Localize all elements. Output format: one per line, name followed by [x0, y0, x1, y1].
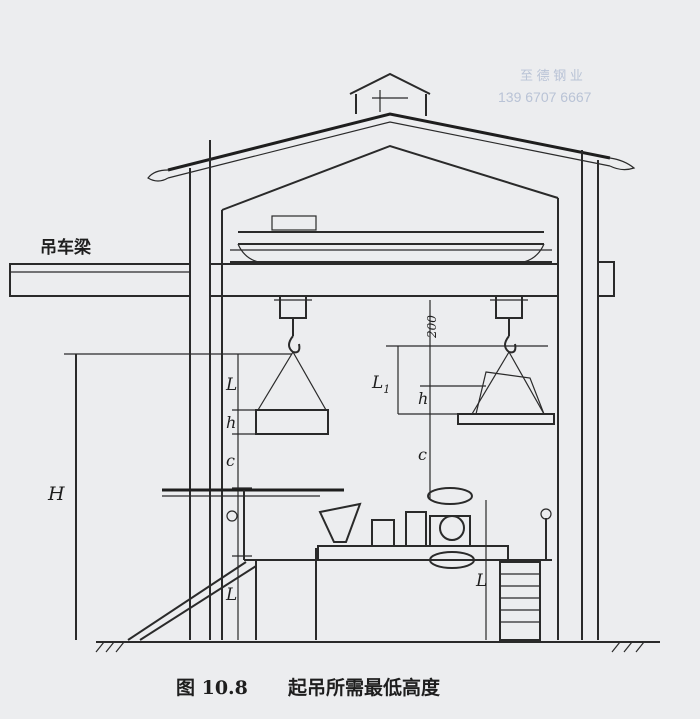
dim-label-L-bottom-left: L [225, 585, 237, 605]
right-column [557, 150, 599, 640]
inner-roof [221, 144, 559, 211]
left-hook-block [274, 295, 312, 354]
figure-title: 起吊所需最低高度 [287, 676, 441, 699]
right-stair [499, 508, 552, 641]
dim-label-c-right: c [418, 445, 427, 464]
dim-label-h-left: h [226, 413, 236, 432]
dim-label-L1: L1 [371, 373, 390, 396]
dim-label-c-left: c [226, 451, 235, 470]
crane-bridge [230, 215, 552, 263]
right-load [457, 351, 555, 425]
dim-label-L1-main: L [371, 373, 383, 393]
watermark-company: 至 德 钢 业 [520, 68, 583, 83]
dim-label-L-left: L [225, 375, 237, 395]
dim-label-200: 200 [425, 315, 439, 339]
dim-label-L1-sub: 1 [383, 383, 390, 396]
left-column [189, 140, 223, 640]
equipment-row [317, 487, 509, 569]
crane-beam [9, 261, 615, 297]
left-dimension-chain [64, 353, 292, 640]
figure-number: 图 10.8 [176, 677, 248, 699]
watermark-phone: 139 6707 6667 [498, 89, 592, 105]
ground-line [95, 641, 660, 653]
right-hook-block [490, 295, 528, 354]
stair-ramp [127, 561, 257, 641]
right-dimension-chain [386, 300, 548, 640]
dim-label-h-right: h [418, 389, 428, 408]
outer-roof [147, 112, 636, 182]
left-load [255, 351, 329, 435]
dim-label-L-bottom-right: L [475, 571, 487, 591]
crane-beam-label: 吊车梁 [40, 237, 92, 258]
dim-label-H: H [47, 483, 65, 505]
roof-ventilator [349, 72, 431, 116]
